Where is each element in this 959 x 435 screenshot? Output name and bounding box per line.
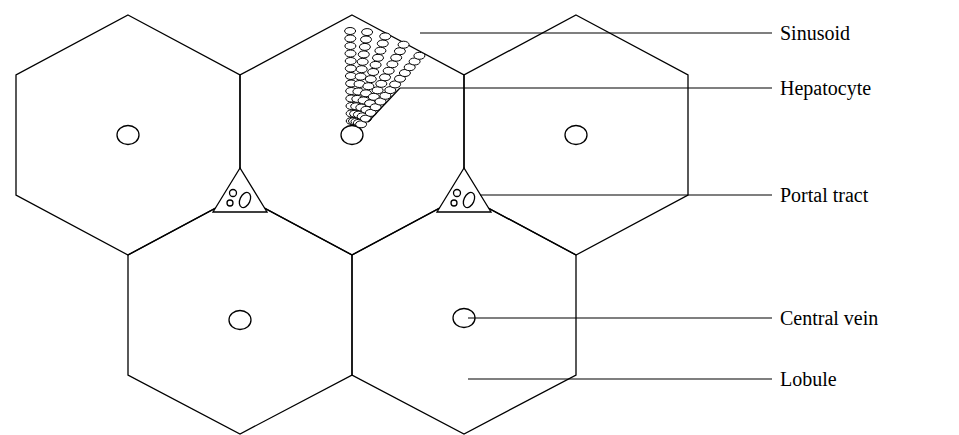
lobule-hexagons — [16, 15, 688, 434]
hepatocyte-cell — [383, 67, 394, 74]
hepatocyte-cell — [345, 50, 356, 57]
hepatocyte-cell — [356, 66, 367, 73]
hepatocyte-cell — [380, 74, 391, 81]
hepatocyte-cell — [394, 48, 405, 55]
leader-line — [400, 87, 772, 88]
hepatocyte-cell — [355, 73, 366, 80]
hepatocyte-cell — [345, 43, 356, 50]
leader-lines — [368, 33, 772, 379]
portal-tract-triangle — [213, 168, 267, 212]
portal-tracts — [213, 168, 491, 212]
hepatocyte-cell — [359, 43, 370, 50]
hepatocyte-cell — [362, 29, 373, 36]
hepatocyte-cell — [387, 61, 398, 68]
hepatocyte-cell — [345, 35, 356, 42]
lobule-hexagon — [240, 15, 464, 255]
leader-line — [468, 317, 772, 318]
leader-line — [480, 194, 772, 195]
leader-line — [468, 378, 772, 379]
part-label: Lobule — [780, 367, 837, 391]
hepatocyte-cell — [391, 54, 402, 61]
lobule-hexagon — [352, 195, 576, 434]
hepatocyte-cell — [368, 69, 379, 76]
part-label: Portal tract — [780, 183, 868, 207]
part-label: Central vein — [780, 306, 878, 330]
hepatocyte-cell — [414, 52, 425, 59]
hepatocyte-cords — [345, 28, 425, 128]
lobule-hexagon — [16, 15, 240, 255]
hepatocyte-cell — [377, 40, 388, 47]
lobule-hexagon — [464, 15, 688, 255]
portal-vessel — [237, 191, 253, 210]
hepatocyte-cell — [375, 47, 386, 54]
hepatocyte-cell — [372, 87, 383, 94]
central-veins — [117, 126, 587, 330]
central-vein — [565, 126, 587, 145]
hepatocyte-cell — [398, 41, 409, 48]
hepatocyte-cell — [345, 28, 356, 35]
portal-vessel — [230, 190, 237, 197]
portal-vessel — [454, 190, 461, 197]
part-label: Sinusoid — [780, 21, 850, 45]
portal-vessel — [227, 200, 233, 206]
portal-vessel — [461, 191, 477, 210]
part-label: Hepatocyte — [780, 76, 871, 100]
hepatocyte-cell — [370, 61, 381, 68]
lobule-hexagon — [128, 195, 352, 434]
hepatocyte-cell — [380, 33, 391, 40]
hepatocyte-cell — [373, 54, 384, 61]
leader-line — [368, 88, 400, 122]
hepatocyte-cell — [345, 65, 356, 72]
hepatocyte-cell — [358, 51, 369, 58]
hepatocyte-cell — [365, 76, 376, 83]
central-vein — [229, 311, 251, 330]
hepatocyte-cell — [361, 36, 372, 43]
central-vein — [341, 126, 363, 145]
central-vein — [117, 126, 139, 145]
hepatocyte-cell — [345, 58, 356, 65]
portal-vessel — [451, 200, 457, 206]
hepatocyte-cell — [376, 80, 387, 87]
portal-tract-triangle — [437, 168, 491, 212]
leader-line — [420, 32, 772, 33]
hepatocyte-cell — [357, 58, 368, 65]
